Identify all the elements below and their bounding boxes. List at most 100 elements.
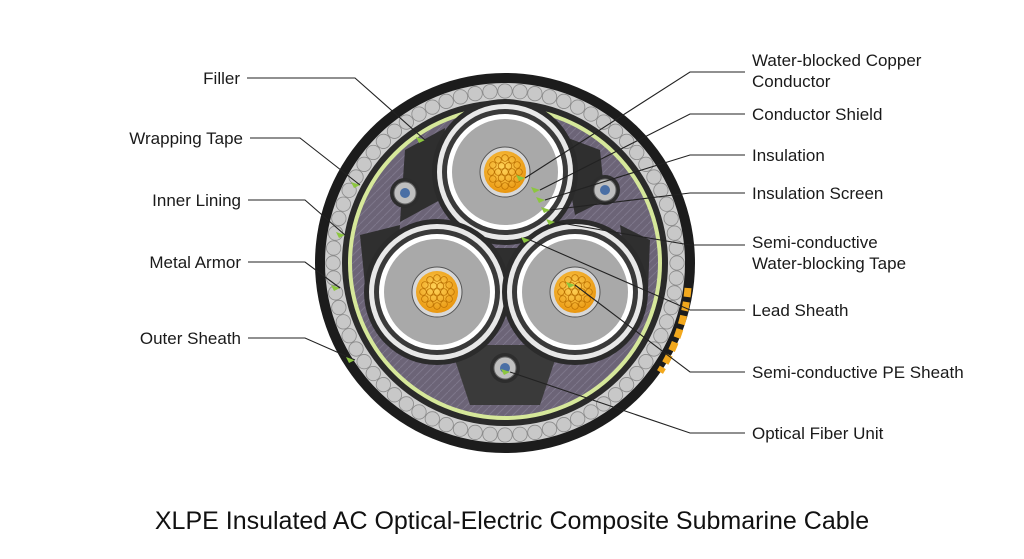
armor-wire [638,354,654,370]
armor-wire [467,86,483,102]
armor-wire [326,240,342,256]
armor-wire [659,314,675,330]
conductor-strand [501,168,509,176]
label-metal-armor: Metal Armor [149,253,241,272]
armor-wire [659,196,675,212]
leader-semi-tape [554,221,745,246]
leader-arrowhead [346,357,355,363]
label-lead-sheath: Lead Sheath [752,301,848,320]
conductor-strand [497,174,506,182]
armor-wire [452,421,469,437]
copper-conductor [484,151,526,193]
label-inner-lining: Inner Lining [152,191,241,210]
conductor-strand [567,294,576,302]
conductor-strand [440,288,448,296]
leader-arrowhead [331,285,340,291]
conductor-strand [504,162,513,170]
armor-wire [570,99,586,115]
power-core [364,219,510,365]
label-wrapping-tape: Wrapping Tape [129,129,243,148]
fiber-core [600,185,610,195]
conductor-strand [508,156,516,164]
conductor-strand [504,174,513,182]
conductor-strand [426,276,434,284]
conductor-strand [564,300,572,308]
armor-wire [325,255,341,271]
armor-wire [570,411,586,427]
armor-wire [328,225,344,241]
armor-wire [583,404,599,420]
armor-wire [512,84,528,100]
conductor-strand [421,295,429,303]
armor-wire [386,387,403,403]
armor-wire [375,133,391,149]
leader-inner-lining [248,199,346,236]
armor-wire [424,411,440,427]
conductor-strand [433,288,441,296]
conductor-strand [436,282,445,290]
conductor-strand [489,175,497,183]
copper-conductor [416,271,458,313]
leader-insulation [544,154,745,201]
conductor-strand [494,156,502,164]
label-conductor-line2: Conductor [752,72,831,91]
armor-wire [527,86,543,102]
label-semi-tape-line2: Water-blocking Tape [752,254,906,273]
label-semi-pe-sheath: Semi-conductive PE Sheath [752,363,964,382]
conductor-strand [487,168,495,176]
conductor-strand [557,288,565,296]
fiber-core [400,188,410,198]
armor-wire [331,210,347,227]
leader-outer-sheath [248,337,356,361]
label-optical-fiber-unit: Optical Fiber Unit [752,424,884,443]
conductor-strand [574,294,583,302]
armor-wire [556,417,572,433]
conductor-strand [436,294,445,302]
conductor-strand [574,282,583,290]
label-insulation-screen: Insulation Screen [752,184,883,203]
leader-arrowhead [541,207,550,213]
conductor-strand [583,295,591,303]
armor-wire [398,396,414,412]
leader-arrowhead [501,369,510,375]
armor-wire [653,328,669,344]
armor-wire [335,314,351,330]
sheath-marker-strip [657,287,692,374]
leader-conductor-shield [539,113,745,191]
armor-wire [666,285,682,301]
power-core [502,219,648,365]
armor-wire [629,365,645,382]
conductor-strand [571,302,579,310]
leader-optical-fiber [509,371,745,434]
armor-wire [467,424,483,440]
conductor-strand [440,276,448,284]
armor-wire [452,89,469,105]
armor-wire [341,328,357,344]
conductor-strand [501,182,509,190]
conductor-strand [571,274,579,282]
conductor-strand [564,288,572,296]
armor-wire [629,144,645,161]
conductor-strand [433,274,441,282]
leader-arrowhead [546,219,555,225]
armor-wire [619,377,635,393]
armor-wire [646,169,662,185]
conductor-strand [445,295,453,303]
armor-wire [668,240,684,256]
conductor-strand [440,300,448,308]
armor-wire [497,83,513,99]
armor-wire [663,210,679,227]
optical-fiber-unit [490,353,520,383]
leader-arrowhead [536,197,545,203]
armor-wire [607,387,624,403]
leader-lead-sheath [529,239,745,311]
conductor-strand [419,288,427,296]
armor-wire [556,93,572,109]
diagram-caption: XLPE Insulated AC Optical-Electric Compo… [155,507,869,535]
leader-arrowhead [531,187,540,193]
conductor-strand [501,154,509,162]
armor-wire [527,424,543,440]
leader-semi-pe-sheath [574,284,745,373]
conductor-strand [421,281,429,289]
armor-wire [356,354,372,370]
